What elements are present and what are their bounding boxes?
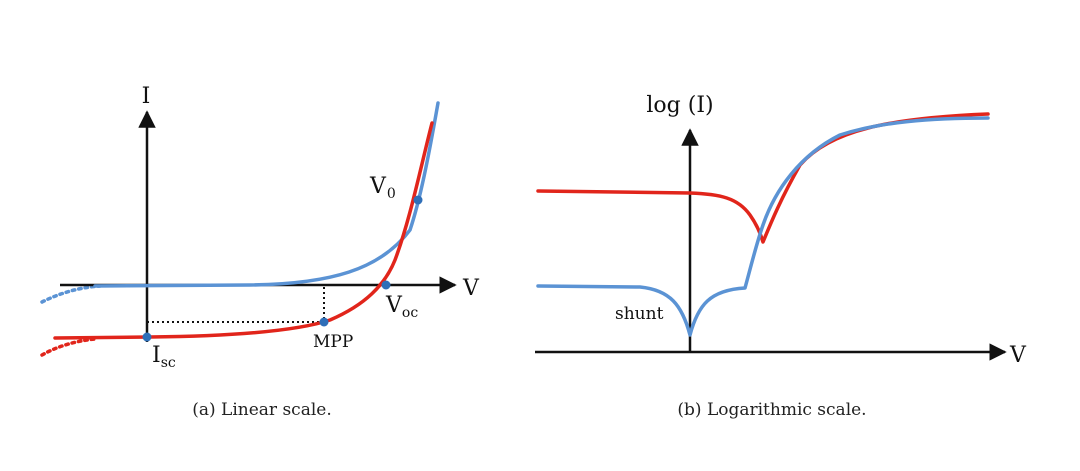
red-curve-dotted-extension	[40, 337, 97, 357]
blue-curve-log	[536, 116, 990, 337]
log-y-axis-label: log (I)	[646, 93, 713, 118]
v0-label: V0	[369, 174, 396, 202]
caption-logarithmic: (b) Logarithmic scale.	[677, 400, 866, 420]
mpp-label: MPP	[313, 332, 353, 352]
caption-linear: (a) Linear scale.	[192, 400, 332, 420]
voc-point	[381, 280, 391, 290]
blue-curve-linear	[93, 101, 440, 288]
linear-y-axis-label: I	[142, 84, 151, 109]
panel-logarithmic: log (I) V shunt (b) Logarithmic scale.	[535, 93, 1027, 420]
linear-x-axis-label: V	[462, 276, 480, 301]
mpp-guide-lines	[147, 285, 325, 323]
panel-linear: I V V0 Voc MPP Isc (a) Linear scale.	[40, 84, 480, 420]
blue-curve-dotted-extension	[40, 284, 102, 304]
voc-label: Voc	[385, 293, 418, 321]
v0-point	[413, 195, 423, 205]
isc-point	[142, 332, 152, 342]
isc-label: Isc	[152, 343, 176, 371]
shunt-label: shunt	[615, 304, 664, 324]
red-curve-linear	[53, 121, 434, 340]
log-x-axis-label: V	[1009, 343, 1027, 368]
mpp-point	[319, 317, 329, 327]
